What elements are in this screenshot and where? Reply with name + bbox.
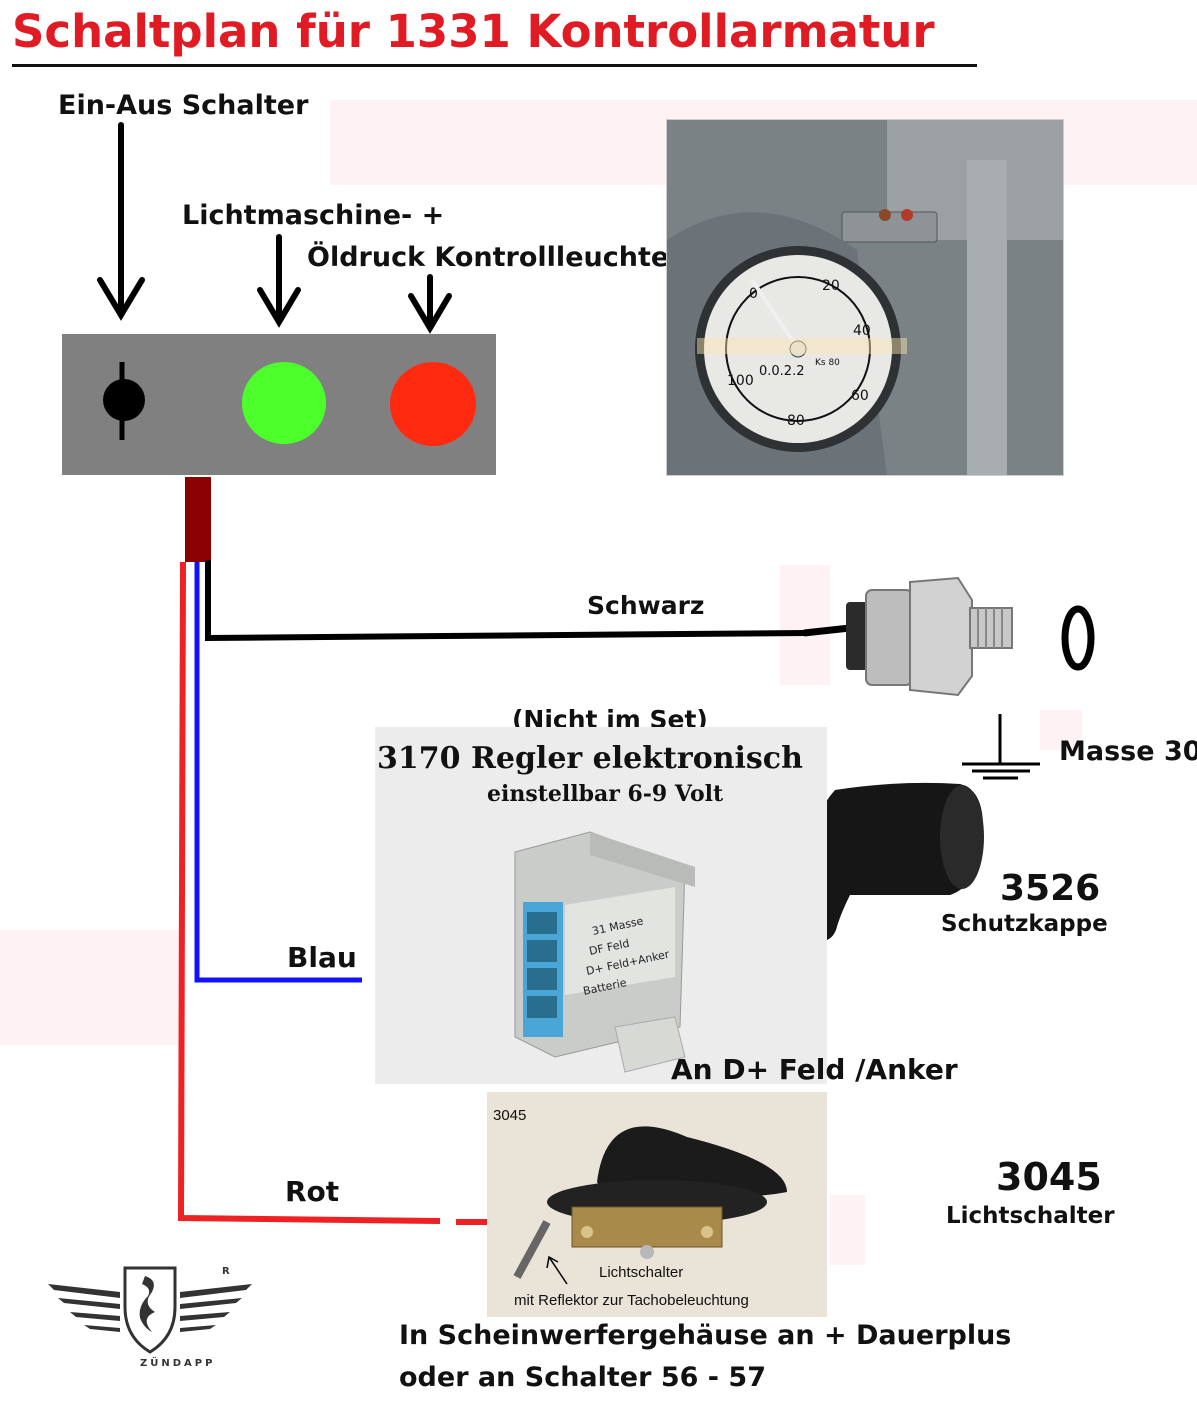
- regulator-icon: 31 Masse DF Feld D+ Feld+Anker Batterie: [514, 831, 695, 1073]
- wire-label-rot: Rot: [285, 1175, 340, 1208]
- d-plus-label: An D+ Feld /Anker: [671, 1053, 958, 1086]
- title-underline: [12, 64, 977, 67]
- wire-label-schwarz: Schwarz: [587, 591, 705, 620]
- generator-label: Lichtmaschine- +: [182, 200, 445, 231]
- dial-tick: 80: [787, 413, 805, 429]
- regulator-heading: 3170 Regler elektronisch: [377, 741, 803, 776]
- wire-label-blau: Blau: [287, 941, 357, 974]
- background-block: [780, 565, 830, 685]
- dial-tick: 0: [749, 286, 758, 302]
- regulator-subheading: einstellbar 6-9 Volt: [487, 781, 724, 807]
- ground-icon: [962, 714, 1040, 780]
- arrow-switch: [97, 122, 145, 321]
- wire-red: [177, 561, 441, 1224]
- background-block: [1040, 710, 1082, 750]
- wire-blue: [194, 562, 362, 983]
- background-block: [0, 930, 185, 1045]
- footer-line-1: In Scheinwerfergehäuse an + Dauerplus: [399, 1320, 1012, 1351]
- odometer: 0.0.2.2: [759, 364, 804, 379]
- dial-tick: 100: [727, 373, 754, 389]
- arrow-oil-lamp: [408, 274, 452, 334]
- lightswitch-number: 3045: [996, 1155, 1102, 1199]
- oil-pressure-sensor-icon: [803, 576, 1013, 697]
- dial-tick: 20: [822, 278, 840, 294]
- lightswitch-name: Lichtschalter: [946, 1203, 1115, 1229]
- lightswitch-icon: [513, 1126, 787, 1285]
- logo-registered-mark: R: [222, 1266, 230, 1277]
- zundapp-logo: ZÜNDAPP R: [48, 1266, 252, 1369]
- wire-bundle: [185, 477, 211, 562]
- background-block: [830, 1195, 865, 1265]
- green-lamp: [242, 362, 326, 444]
- ground-label: Masse 30: [1059, 736, 1197, 767]
- arrow-generator: [257, 234, 301, 328]
- speedometer-photo: 0 20 40 60 80 100 0.0.2.2 Ks 80: [666, 119, 1064, 476]
- logo-text: ZÜNDAPP: [140, 1355, 215, 1369]
- switch-icon: [103, 362, 145, 440]
- protective-cap-icon: [804, 782, 984, 942]
- switch-label: Ein-Aus Schalter: [58, 90, 309, 121]
- red-lamp: [390, 362, 476, 446]
- oil-pressure-label: Öldruck Kontrollleuchte: [307, 242, 670, 273]
- page-title: Schaltplan für 1331 Kontrollarmatur: [12, 5, 935, 58]
- cap-number: 3526: [1000, 868, 1101, 909]
- lightswitch-caption-1: Lichtschalter: [599, 1264, 684, 1281]
- lightswitch-caption-2: mit Reflektor zur Tachobeleuchtung: [514, 1292, 749, 1309]
- wire-black: [205, 560, 806, 642]
- footer-line-2: oder an Schalter 56 - 57: [399, 1362, 766, 1393]
- lightswitch-photo: 3045 Lichtschalter mit Reflektor zur Tac…: [487, 1092, 827, 1317]
- dial-brand: Ks 80: [815, 358, 840, 368]
- seal-ring-icon: [1061, 605, 1095, 671]
- cap-name: Schutzkappe: [941, 911, 1108, 937]
- dial-tick: 40: [853, 323, 871, 339]
- speedometer-icon: 0 20 40 60 80 100 0.0.2.2 Ks 80: [667, 120, 1063, 475]
- dial-tick: 60: [851, 388, 869, 404]
- lightswitch-tag: 3045: [493, 1107, 527, 1124]
- regulator-photo: 3170 Regler elektronisch einstellbar 6-9…: [375, 727, 827, 1084]
